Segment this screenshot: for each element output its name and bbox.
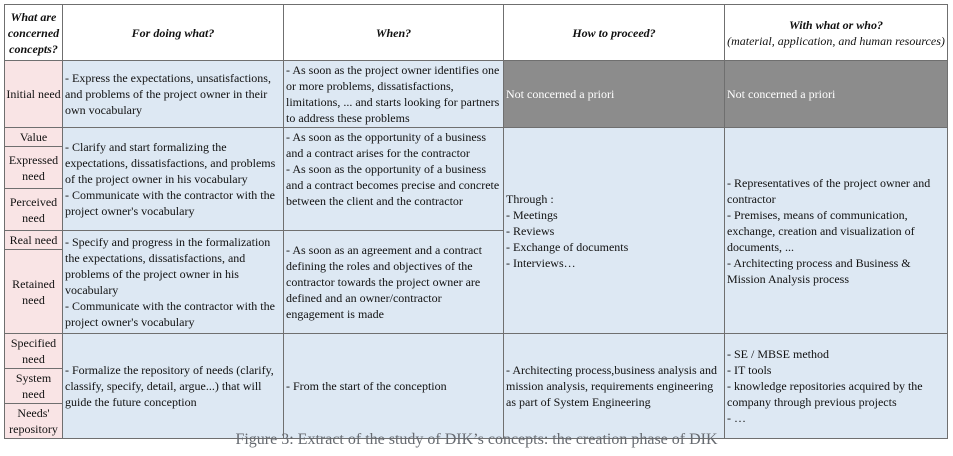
concept-system-need: System need xyxy=(4,368,63,404)
group2-how: - Architecting process,business analysis… xyxy=(503,333,725,439)
initial-when: - As soon as the project owner identifie… xyxy=(283,60,504,128)
group1-how: Through : - Meetings - Reviews - Exchang… xyxy=(503,127,725,334)
group2-who: - SE / MBSE method - IT tools - knowledg… xyxy=(724,333,948,439)
group1-how-line: - Interviews… xyxy=(506,255,576,270)
group1-when-a-line: - As soon as the opportunity of a busine… xyxy=(286,130,486,160)
initial-how: Not concerned a priori xyxy=(503,60,725,128)
group1-what-a: - Clarify and start formalizing the expe… xyxy=(62,127,284,231)
row-system-need: System need xyxy=(4,368,948,404)
concept-expressed-need: Expressed need xyxy=(4,146,63,189)
header-who: With what or who? (material, application… xyxy=(724,4,948,61)
row-expressed-need: Expressed need xyxy=(4,146,948,189)
row-perceived-need: Perceived need xyxy=(4,188,948,231)
group1-how-line: - Reviews xyxy=(506,223,555,238)
header-who-title: With what or who? xyxy=(789,17,883,32)
header-how: How to proceed? xyxy=(503,4,725,61)
group1-what-b: - Specify and progress in the formalizat… xyxy=(62,230,284,334)
initial-what: - Express the expectations, unsatisfacti… xyxy=(62,60,284,128)
group1-how-line: Through : xyxy=(506,191,554,206)
group1-what-b-line: - Communicate with the contractor with t… xyxy=(65,299,275,329)
group1-when-a-line: - As soon as the opportunity of a busine… xyxy=(286,162,500,208)
figure-caption: Figure 3: Extract of the study of DIK’s … xyxy=(235,431,718,448)
row-real-need: Real need - Specify and progress in the … xyxy=(4,230,948,334)
group1-what-a-line: - Communicate with the contractor with t… xyxy=(65,188,275,218)
group1-who-line: - Representatives of the project owner a… xyxy=(727,175,931,206)
row-retained-need: Retained need xyxy=(4,249,948,334)
row-specified-need: Specified need - Formalize the repositor… xyxy=(4,333,948,439)
row-initial-need: Initial need - Express the expectations,… xyxy=(4,60,948,128)
group2-who-line: - IT tools xyxy=(727,363,772,377)
concept-perceived-need: Perceived need xyxy=(4,188,63,231)
concept-specified-need: Specified need xyxy=(4,333,63,369)
row-value: Value - Clarify and start formalizing th… xyxy=(4,127,948,334)
group1-who-line: - Architecting process and Business & Mi… xyxy=(727,255,911,286)
dik-table-container: What are concerned concepts? For doing w… xyxy=(4,4,948,439)
group1-who-line: - Premises, means of communication, exch… xyxy=(727,207,915,254)
group1-who: - Representatives of the project owner a… xyxy=(724,127,948,334)
dik-concepts-table: What are concerned concepts? For doing w… xyxy=(4,4,948,439)
group2-when: - From the start of the conception xyxy=(283,333,504,439)
header-who-subtitle: (material, application, and human resour… xyxy=(727,33,945,48)
row-needs-repository: Needs' repository xyxy=(4,403,948,439)
concept-value: Value xyxy=(4,127,63,147)
concept-retained-need: Retained need xyxy=(4,249,63,334)
concept-needs-repository: Needs' repository xyxy=(4,403,63,439)
header-row: What are concerned concepts? For doing w… xyxy=(4,4,948,61)
concept-real-need: Real need xyxy=(4,230,63,250)
group2-who-line: - SE / MBSE method xyxy=(727,347,830,361)
header-what: For doing what? xyxy=(62,4,284,61)
group1-when-a: - As soon as the opportunity of a busine… xyxy=(283,127,504,231)
group1-what-a-line: - Clarify and start formalizing the expe… xyxy=(65,140,276,186)
concept-initial-need: Initial need xyxy=(4,60,63,128)
header-when: When? xyxy=(283,4,504,61)
group2-who-line: - … xyxy=(727,411,746,425)
initial-who: Not concerned a priori xyxy=(724,60,948,128)
group1-what-b-line: - Specify and progress in the formalizat… xyxy=(65,235,271,297)
group1-how-line: - Exchange of documents xyxy=(506,239,629,254)
group2-what: - Formalize the repository of needs (cla… xyxy=(62,333,284,439)
group2-who-line: - knowledge repositories acquired by the… xyxy=(727,379,923,409)
group1-when-b: - As soon as an agreement and a contract… xyxy=(283,230,504,334)
header-concepts: What are concerned concepts? xyxy=(4,4,63,61)
group1-how-line: - Meetings xyxy=(506,207,558,222)
